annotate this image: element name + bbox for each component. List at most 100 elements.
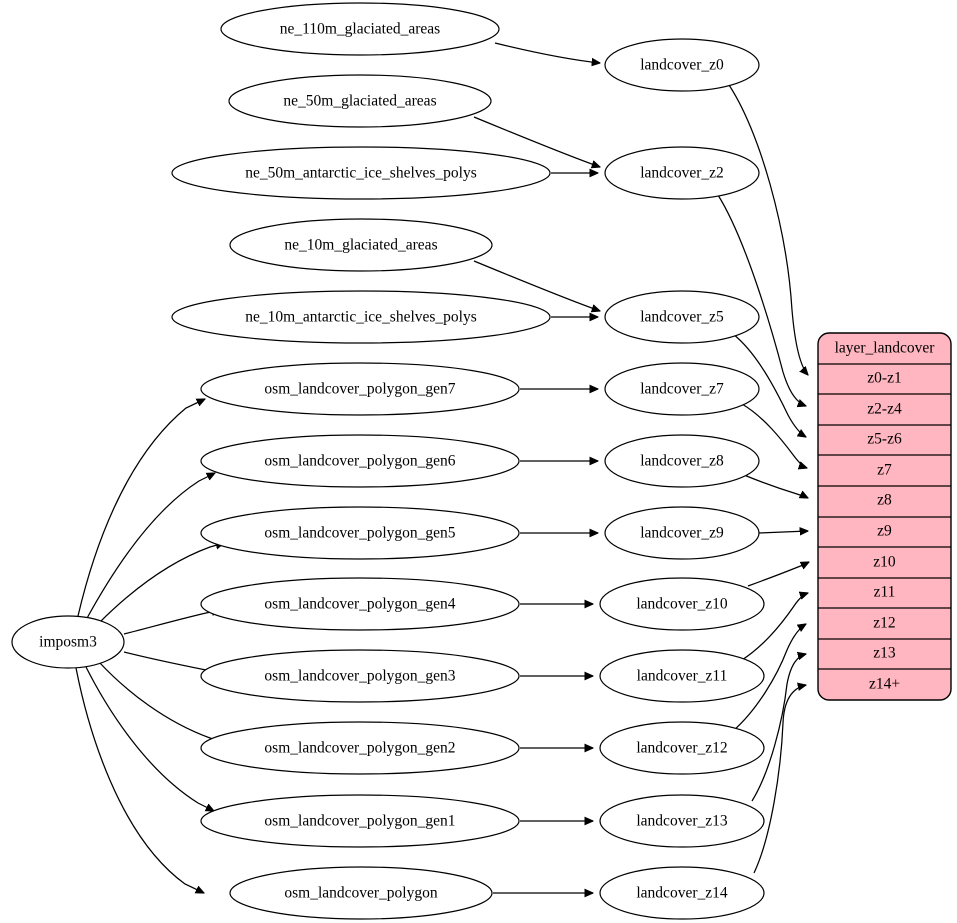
node-label-landcover-z10: landcover_z10 [636, 596, 727, 613]
layer-table-row-z7[interactable]: z7 [877, 462, 892, 479]
node-label-landcover-z11: landcover_z11 [637, 668, 728, 685]
layer-table-header-label: layer_landcover [835, 340, 936, 357]
node-label-landcover-z2: landcover_z2 [640, 165, 724, 182]
edge-z5-to-row-z5z6 [732, 333, 806, 437]
node-ellipse-ne-50m-glaciated-areas[interactable] [228, 74, 492, 128]
node-label-ne-50m-glaciated-areas: ne_50m_glaciated_areas [283, 93, 436, 110]
edge-z14-to-row-z14plus [753, 685, 806, 874]
node-ellipse-osm-landcover-polygon-gen7[interactable] [200, 362, 520, 416]
node-label-landcover-z0: landcover_z0 [640, 57, 724, 74]
edge-ne50mglac-to-z2 [473, 116, 600, 167]
node-label-landcover-z9: landcover_z9 [640, 525, 724, 542]
layer-table-row-z2-z4[interactable]: z2-z4 [867, 401, 902, 418]
node-landcover-z12[interactable]: landcover_z12 [599, 721, 765, 775]
node-ne-50m-antarctic-ice-shelves-polys[interactable]: ne_50m_antarctic_ice_shelves_polys [171, 146, 551, 200]
node-ne-50m-glaciated-areas[interactable]: ne_50m_glaciated_areas [228, 74, 492, 128]
layer-table-row-z8[interactable]: z8 [877, 492, 892, 509]
edge-imposm3-to-polygon [75, 667, 204, 893]
node-label-osm-landcover-polygon-gen1: osm_landcover_polygon_gen1 [264, 813, 455, 830]
node-osm-landcover-polygon-gen7[interactable]: osm_landcover_polygon_gen7 [200, 362, 520, 416]
edges-layer [75, 42, 809, 893]
layer-table-row-z9[interactable]: z9 [877, 523, 892, 540]
node-ellipse-landcover-z10[interactable] [599, 577, 765, 631]
node-landcover-z14[interactable]: landcover_z14 [599, 866, 765, 920]
node-ne-10m-antarctic-ice-shelves-polys[interactable]: ne_10m_antarctic_ice_shelves_polys [171, 290, 551, 344]
layer-table-row-z14-plus[interactable]: z14+ [869, 676, 900, 693]
node-landcover-z13[interactable]: landcover_z13 [599, 794, 765, 848]
node-ellipse-landcover-z5[interactable] [604, 290, 760, 344]
node-osm-landcover-polygon-gen5[interactable]: osm_landcover_polygon_gen5 [200, 506, 520, 560]
edge-imposm3-to-gen1 [84, 664, 214, 811]
node-landcover-z11[interactable]: landcover_z11 [599, 649, 765, 703]
layer-table-row-z0-z1[interactable]: z0-z1 [867, 370, 901, 387]
node-ellipse-ne-10m-antarctic-ice-shelves-polys[interactable] [171, 290, 551, 344]
node-landcover-z10[interactable]: landcover_z10 [599, 577, 765, 631]
node-label-landcover-z12: landcover_z12 [636, 740, 727, 757]
node-landcover-z2[interactable]: landcover_z2 [604, 146, 760, 200]
node-label-landcover-z8: landcover_z8 [640, 453, 724, 470]
layer-table-row-z5-z6[interactable]: z5-z6 [867, 431, 902, 448]
edge-imposm3-to-gen7 [77, 399, 205, 617]
node-ellipse-landcover-z2[interactable] [604, 146, 760, 200]
layer-table-row-z13[interactable]: z13 [873, 645, 896, 662]
layer-table-row-z10[interactable]: z10 [873, 554, 896, 571]
node-ellipse-landcover-z12[interactable] [599, 721, 765, 775]
edge-z8-to-row-z8 [743, 474, 808, 498]
node-ellipse-imposm3[interactable] [11, 615, 125, 669]
node-ellipse-landcover-z11[interactable] [599, 649, 765, 703]
node-imposm3[interactable]: imposm3 [11, 615, 125, 669]
node-ellipse-osm-landcover-polygon[interactable] [229, 866, 493, 920]
edge-z13-to-row-z13 [751, 654, 806, 802]
node-ellipse-osm-landcover-polygon-gen5[interactable] [200, 506, 520, 560]
node-ellipse-ne-10m-glaciated-areas[interactable] [229, 218, 493, 272]
node-ellipse-ne-50m-antarctic-ice-shelves-polys[interactable] [171, 146, 551, 200]
node-ellipse-landcover-z8[interactable] [604, 434, 760, 488]
node-ellipse-osm-landcover-polygon-gen2[interactable] [200, 721, 520, 775]
edge-z10-to-row-z10 [747, 562, 809, 587]
edge-z2-to-row-z2z4 [717, 194, 806, 406]
node-ellipse-osm-landcover-polygon-gen4[interactable] [200, 577, 520, 631]
node-osm-landcover-polygon[interactable]: osm_landcover_polygon [229, 866, 493, 920]
node-ne-10m-glaciated-areas[interactable]: ne_10m_glaciated_areas [229, 218, 493, 272]
node-osm-landcover-polygon-gen3[interactable]: osm_landcover_polygon_gen3 [200, 649, 520, 703]
node-ne-110m-glaciated-areas[interactable]: ne_110m_glaciated_areas [220, 2, 500, 56]
node-ellipse-osm-landcover-polygon-gen1[interactable] [200, 794, 520, 848]
node-ellipse-landcover-z7[interactable] [604, 362, 760, 416]
node-label-ne-10m-glaciated-areas: ne_10m_glaciated_areas [284, 237, 437, 254]
node-ellipse-osm-landcover-polygon-gen3[interactable] [200, 649, 520, 703]
node-ellipse-landcover-z14[interactable] [599, 866, 765, 920]
nodes-layer: imposm3 ne_110m_glaciated_areas ne_50m_g… [11, 2, 765, 920]
layer-table-row-z12[interactable]: z12 [873, 615, 895, 632]
edge-imposm3-to-gen4 [123, 610, 220, 635]
edge-imposm3-to-gen2 [98, 661, 224, 743]
node-ellipse-landcover-z13[interactable] [599, 794, 765, 848]
node-label-osm-landcover-polygon-gen5: osm_landcover_polygon_gen5 [264, 525, 455, 542]
node-osm-landcover-polygon-gen2[interactable]: osm_landcover_polygon_gen2 [200, 721, 520, 775]
edge-ne110m-to-z0 [494, 42, 600, 63]
layer-table-row-z11[interactable]: z11 [874, 584, 896, 601]
node-label-ne-10m-antarctic-ice-shelves-polys: ne_10m_antarctic_ice_shelves_polys [245, 309, 477, 326]
node-ellipse-landcover-z0[interactable] [604, 38, 760, 92]
edge-z9-to-row-z9 [758, 531, 808, 533]
node-osm-landcover-polygon-gen6[interactable]: osm_landcover_polygon_gen6 [200, 434, 520, 488]
node-osm-landcover-polygon-gen1[interactable]: osm_landcover_polygon_gen1 [200, 794, 520, 848]
node-ellipse-ne-110m-glaciated-areas[interactable] [220, 2, 500, 56]
edge-imposm3-to-gen3 [123, 651, 220, 673]
node-landcover-z7[interactable]: landcover_z7 [604, 362, 760, 416]
node-ellipse-osm-landcover-polygon-gen6[interactable] [200, 434, 520, 488]
node-label-landcover-z14: landcover_z14 [636, 885, 727, 902]
node-osm-landcover-polygon-gen4[interactable]: osm_landcover_polygon_gen4 [200, 577, 520, 631]
layer-landcover-table[interactable]: layer_landcover z0-z1 z2-z4 z5-z6 z7 z8 … [817, 332, 952, 701]
node-label-landcover-z5: landcover_z5 [640, 309, 724, 326]
node-landcover-z8[interactable]: landcover_z8 [604, 434, 760, 488]
node-label-osm-landcover-polygon-gen6: osm_landcover_polygon_gen6 [264, 453, 455, 470]
edge-z12-to-row-z12 [732, 624, 806, 732]
node-landcover-z9[interactable]: landcover_z9 [604, 506, 760, 560]
node-landcover-z5[interactable]: landcover_z5 [604, 290, 760, 344]
node-landcover-z0[interactable]: landcover_z0 [604, 38, 760, 92]
node-ellipse-landcover-z9[interactable] [604, 506, 760, 560]
node-label-osm-landcover-polygon: osm_landcover_polygon [284, 885, 438, 902]
node-label-osm-landcover-polygon-gen4: osm_landcover_polygon_gen4 [264, 596, 455, 613]
edge-imposm3-to-gen6 [85, 473, 215, 621]
